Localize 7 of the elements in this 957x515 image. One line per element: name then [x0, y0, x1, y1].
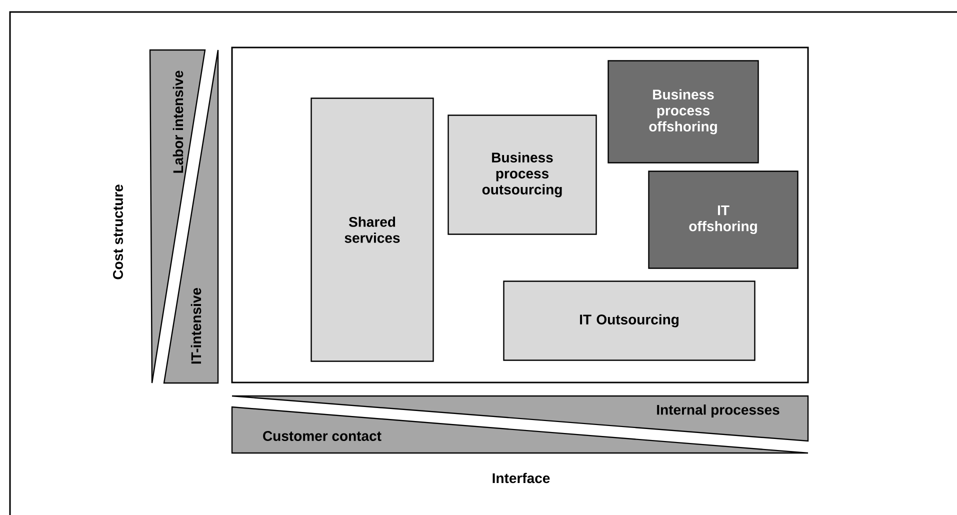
axis-label: Interface	[492, 472, 550, 484]
axis-label: Cost structure	[113, 184, 123, 280]
process-box: IT Outsourcing	[503, 280, 756, 361]
offshoring-box: Business process offshoring	[608, 60, 759, 164]
process-box: Shared services	[310, 98, 434, 362]
process-box: Business process outsourcing	[448, 114, 597, 235]
offshoring-box: IT offshoring	[648, 170, 798, 269]
